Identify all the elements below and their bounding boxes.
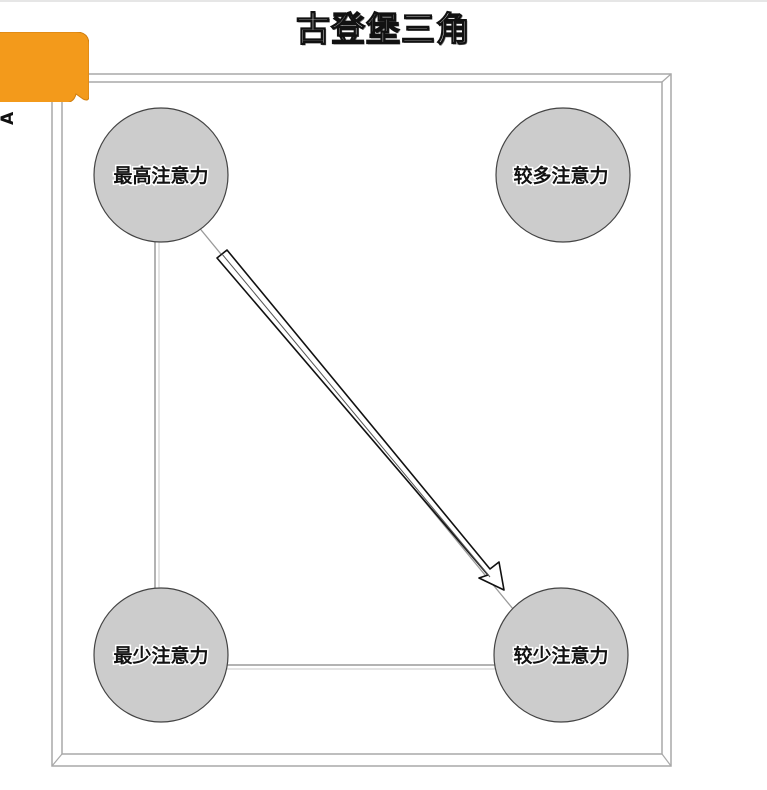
reading-direction-arrow: [216, 249, 505, 591]
node-label-top-right: 较多注意力: [513, 164, 608, 187]
node-bottom-left: 最少注意力: [93, 587, 229, 723]
diagram-title: 古登堡三角: [295, 9, 471, 50]
node-label-top-left: 最高注意力: [113, 164, 208, 187]
frame: [51, 73, 672, 767]
node-top-left: 最高注意力: [93, 107, 229, 243]
orange-callout-bubble: [0, 32, 89, 102]
node-bottom-right: 较少注意力: [493, 587, 629, 723]
top-divider: [0, 0, 767, 2]
side-mark: A: [0, 111, 18, 125]
node-label-bottom-right: 较少注意力: [513, 644, 608, 667]
node-label-bottom-left: 最少注意力: [113, 644, 208, 667]
node-top-right: 较多注意力: [495, 107, 631, 243]
